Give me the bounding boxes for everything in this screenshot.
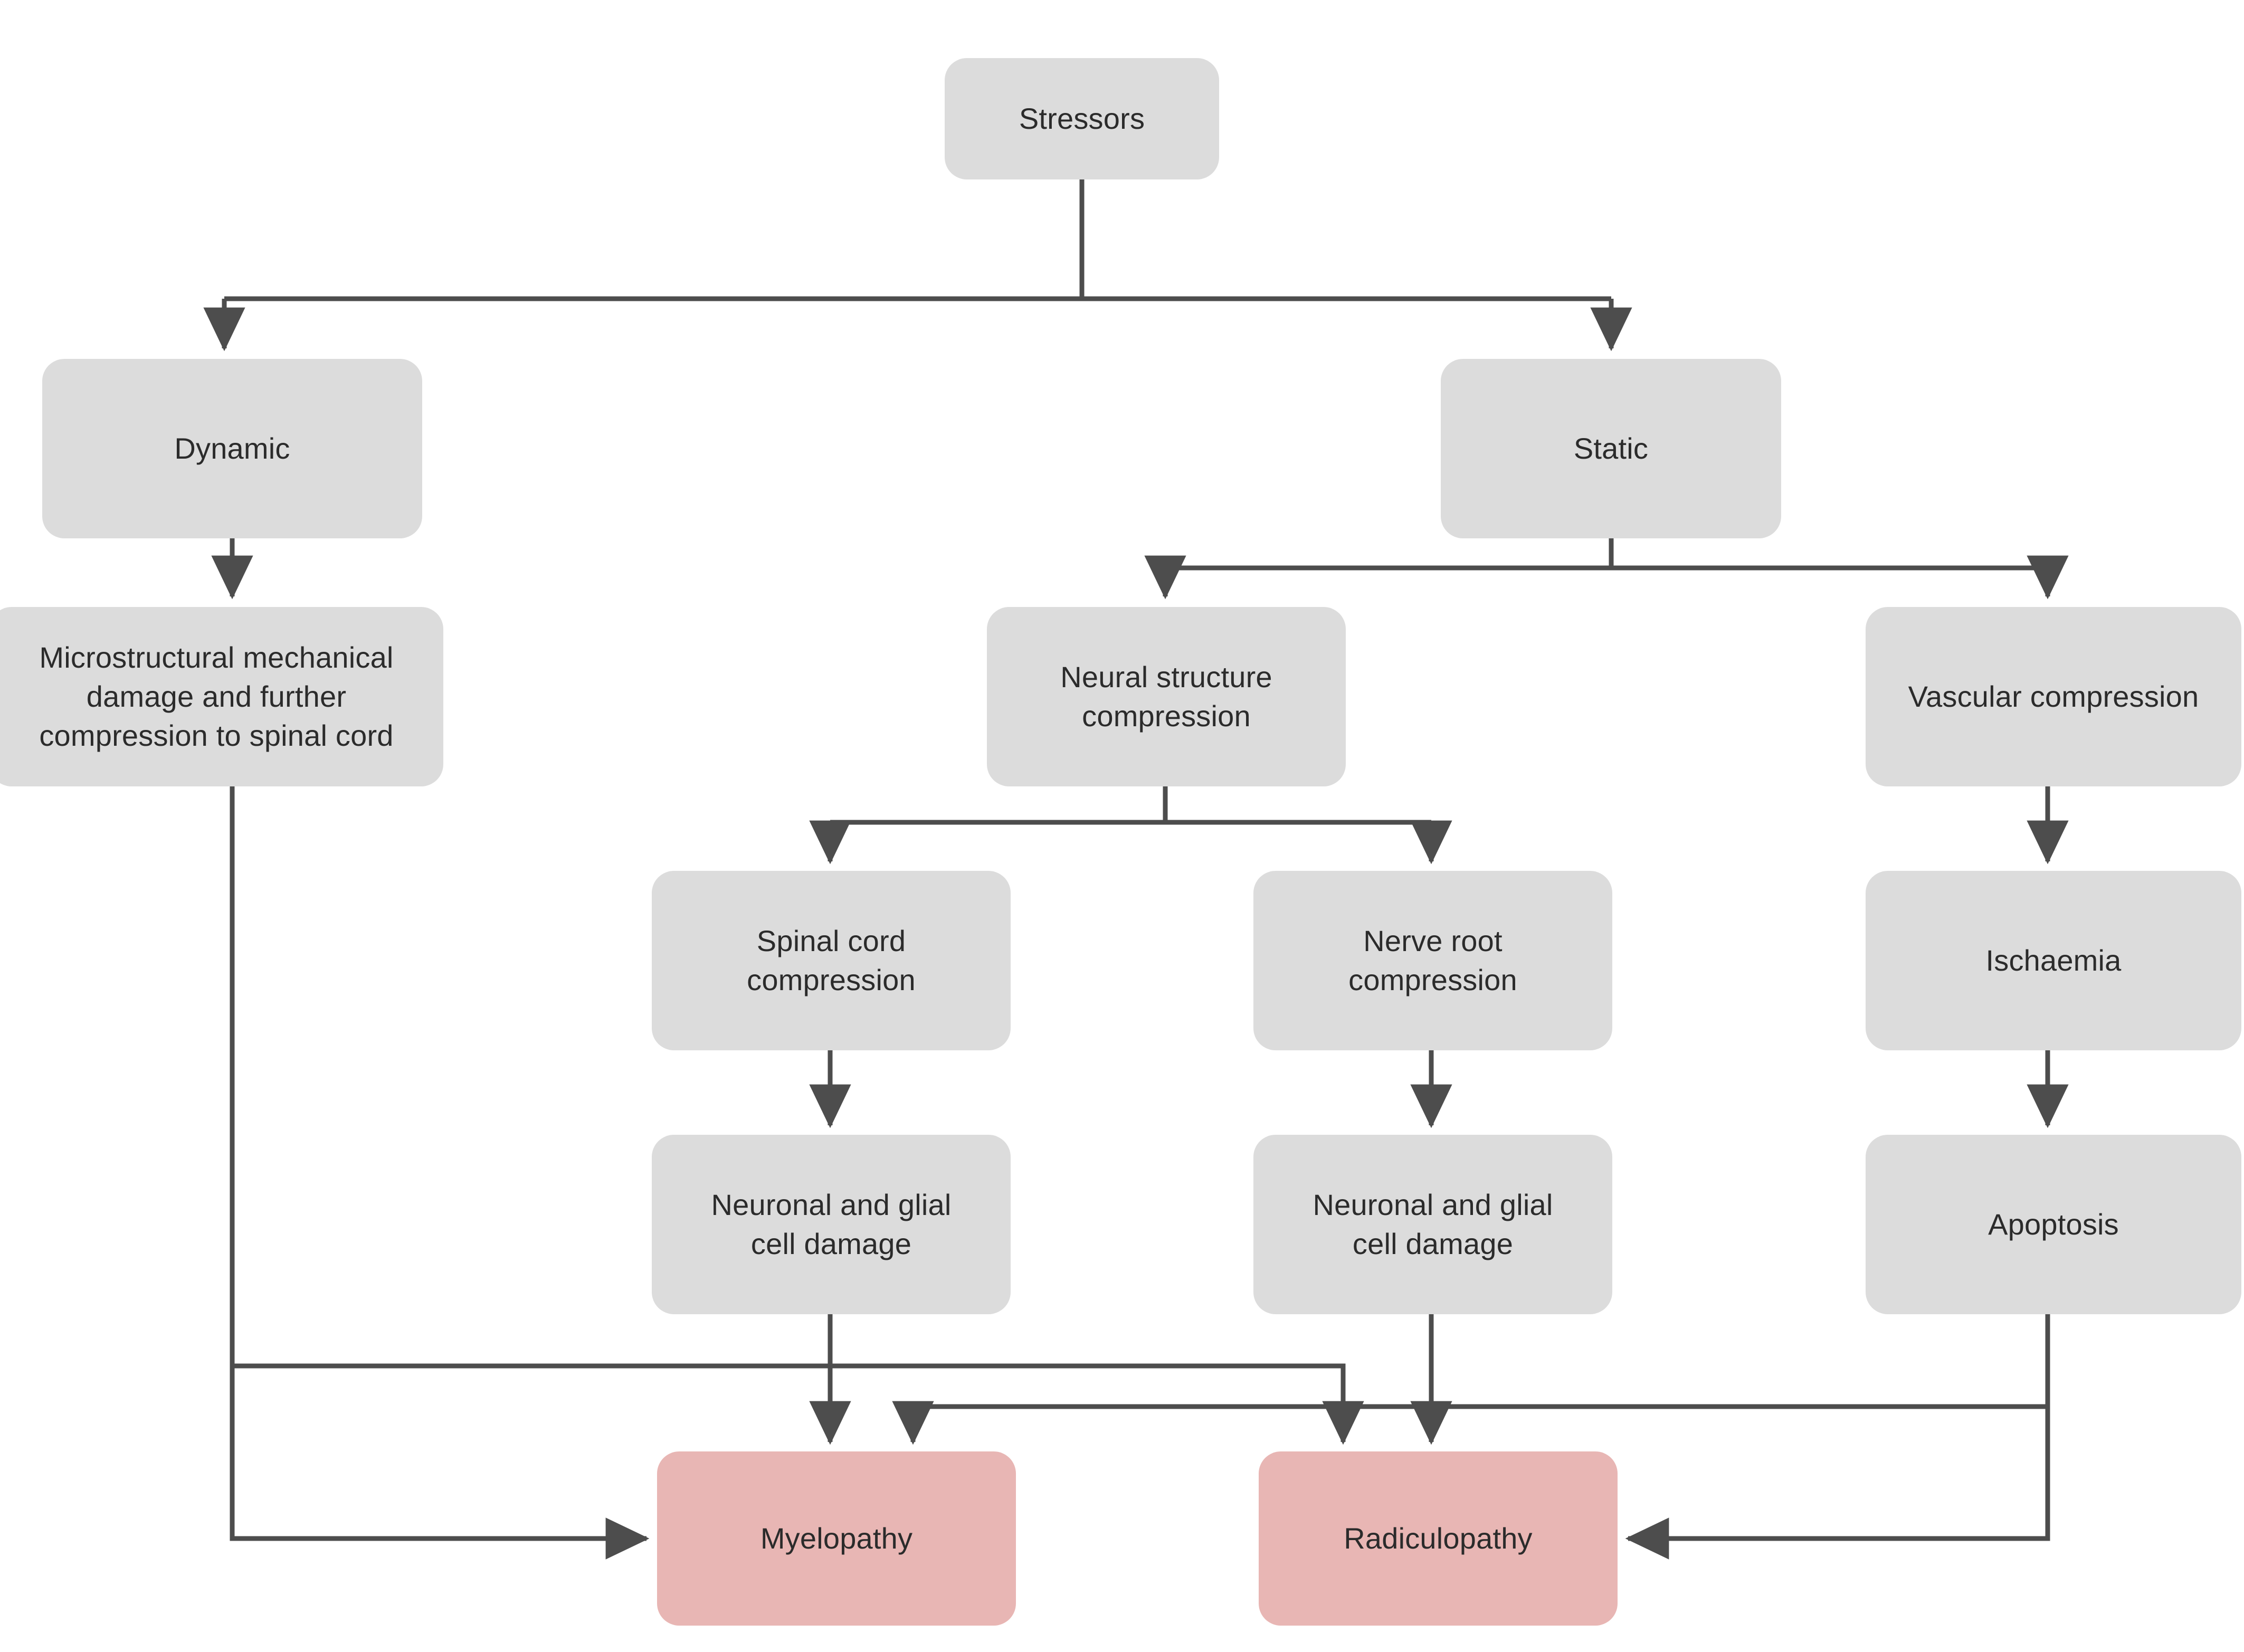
node-nerve-root-compression[interactable]: Nerve root compression — [1253, 871, 1612, 1050]
node-spinal-cord-compression[interactable]: Spinal cord compression — [652, 871, 1011, 1050]
node-neuronal-glial-damage-right[interactable]: Neuronal and glial cell damage — [1253, 1135, 1612, 1314]
node-ischaemia[interactable]: Ischaemia — [1866, 871, 2241, 1050]
node-neural-structure-compression[interactable]: Neural structure compression — [987, 607, 1346, 786]
node-stressors-label: Stressors — [1019, 102, 1145, 136]
node-dynamic-label: Dynamic — [174, 432, 290, 466]
edge-microstructural-to-myelopathy — [230, 786, 650, 1560]
edge-apoptosis-to-radiculopathy — [1625, 1314, 2050, 1560]
edge-neuronal-left-to-radiculopathy — [232, 1363, 1364, 1445]
node-microstructural-damage[interactable]: Microstructural mechanical damage and fu… — [0, 607, 443, 786]
node-stressors[interactable]: Stressors — [945, 58, 1219, 179]
node-myelopathy[interactable]: Myelopathy — [657, 1451, 1016, 1626]
node-ischaemia-label: Ischaemia — [1985, 944, 2122, 977]
node-static[interactable]: Static — [1441, 359, 1781, 538]
node-dynamic[interactable]: Dynamic — [42, 359, 422, 538]
node-myelopathy-label: Myelopathy — [760, 1522, 913, 1555]
node-radiculopathy-label: Radiculopathy — [1344, 1522, 1533, 1555]
node-spinal-cord-compression-label: Spinal cord compression — [747, 924, 916, 996]
node-static-label: Static — [1573, 432, 1649, 466]
node-neural-structure-compression-label: Neural structure compression — [1060, 660, 1272, 733]
node-apoptosis-label: Apoptosis — [1988, 1208, 2119, 1241]
node-neuronal-glial-damage-left[interactable]: Neuronal and glial cell damage — [652, 1135, 1011, 1314]
node-vascular-compression-label: Vascular compression — [1908, 680, 2199, 714]
node-neuronal-glial-damage-right-label: Neuronal and glial cell damage — [1313, 1188, 1553, 1260]
node-neuronal-glial-damage-left-label: Neuronal and glial cell damage — [711, 1188, 952, 1260]
node-vascular-compression[interactable]: Vascular compression — [1866, 607, 2241, 786]
node-radiculopathy[interactable]: Radiculopathy — [1259, 1451, 1618, 1626]
node-microstructural-damage-label: Microstructural mechanical damage and fu… — [39, 641, 394, 752]
node-nerve-root-compression-label: Nerve root compression — [1348, 924, 1517, 996]
node-apoptosis[interactable]: Apoptosis — [1866, 1135, 2241, 1314]
